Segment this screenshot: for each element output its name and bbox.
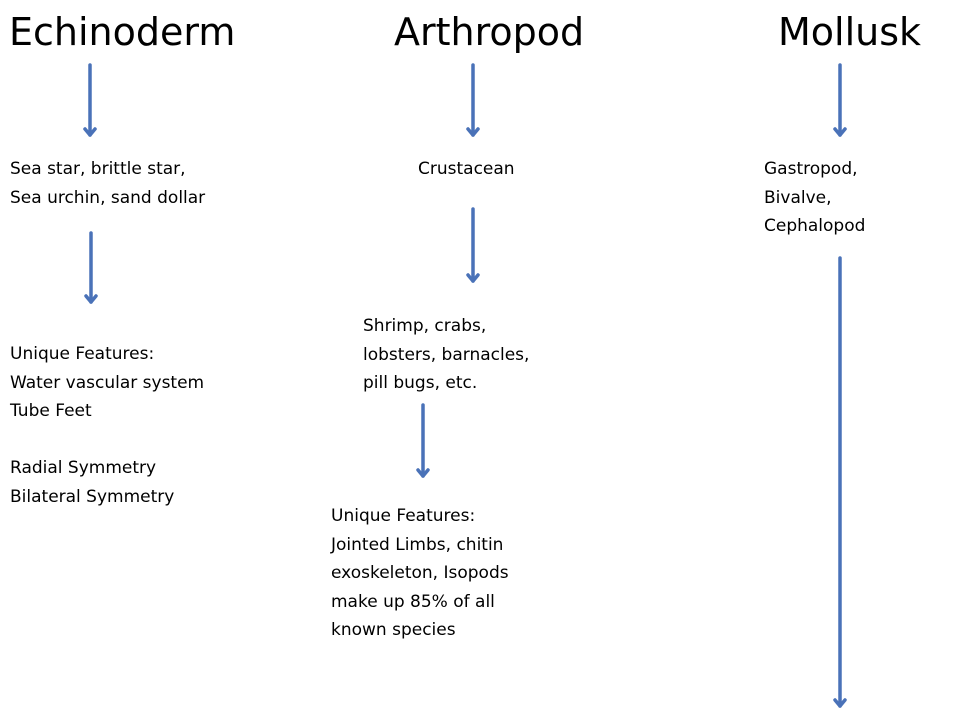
arrow-arthropod-examples-to-features <box>416 403 430 478</box>
text-line: Gastropod, <box>764 159 858 179</box>
arrow-crustacean-to-examples <box>466 207 480 283</box>
arrow-head <box>833 698 847 708</box>
arrow-head <box>84 294 98 304</box>
text-line: exoskeleton, Isopods <box>331 563 509 583</box>
text-line: Crustacean <box>418 159 515 179</box>
node-echinoderm-features: Unique Features: Water vascular system T… <box>10 340 204 511</box>
node-arthropod-features: Unique Features: Jointed Limbs, chitin e… <box>331 502 509 645</box>
text-line: Shrimp, crabs, <box>363 316 487 336</box>
arrow-head <box>416 468 430 478</box>
arrow-head <box>466 127 480 137</box>
heading-arthropod: Arthropod <box>394 10 585 54</box>
text-line: Unique Features: <box>10 344 155 364</box>
text-line: Sea star, brittle star, <box>10 159 186 179</box>
heading-mollusk: Mollusk <box>778 10 922 54</box>
text-line: Bilateral Symmetry <box>10 486 175 507</box>
text-line <box>10 426 204 455</box>
text-line: Cephalopod <box>764 216 866 236</box>
text-line: lobsters, barnacles, <box>363 344 530 365</box>
arrow-head <box>83 127 97 137</box>
text-line: pill bugs, etc. <box>363 373 478 393</box>
arrow-mollusk-to-classes <box>833 63 847 137</box>
node-arthropod-crustacean: Crustacean <box>418 155 515 184</box>
text-line: Radial Symmetry <box>10 458 157 478</box>
node-arthropod-examples: Shrimp, crabs, lobsters, barnacles, pill… <box>363 312 529 398</box>
text-line: Jointed Limbs, chitin <box>331 534 504 555</box>
text-line: Tube Feet <box>10 401 92 421</box>
arrow-head <box>833 127 847 137</box>
arrow-arthropod-to-crustacean <box>466 63 480 137</box>
text-line: known species <box>331 620 456 640</box>
arrow-mollusk-classes-down <box>833 256 847 708</box>
text-line: Sea urchin, sand dollar <box>10 187 206 208</box>
arrow-head <box>466 273 480 283</box>
node-echinoderm-examples: Sea star, brittle star, Sea urchin, sand… <box>10 155 205 212</box>
arrow-echinoderm-to-examples <box>83 63 97 137</box>
arrow-echinoderm-examples-to-features <box>84 231 98 304</box>
text-line: Water vascular system <box>10 372 205 393</box>
heading-echinoderm: Echinoderm <box>9 10 236 54</box>
text-line: Unique Features: <box>331 506 476 526</box>
text-line: Bivalve, <box>764 187 832 208</box>
text-line: make up 85% of all <box>331 591 495 612</box>
node-mollusk-classes: Gastropod, Bivalve, Cephalopod <box>764 155 865 241</box>
